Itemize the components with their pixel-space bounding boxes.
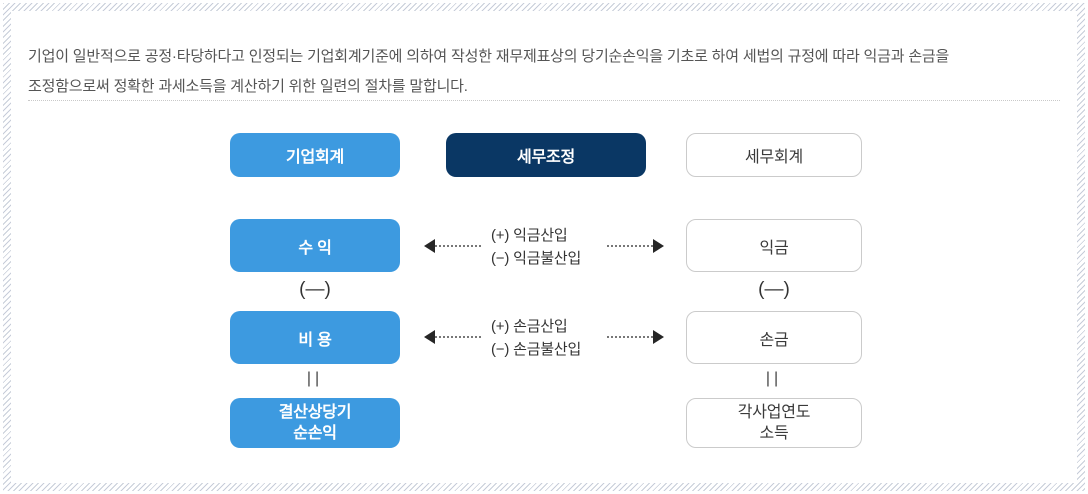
box-corporate-accounting-label: 기업회계 (285, 149, 345, 166)
box-net-income-line-2: 순손익 (293, 425, 337, 442)
box-corporate-accounting: 기업회계 (230, 133, 400, 177)
minus-under-revenue: (—) (299, 279, 331, 300)
box-business-year-income-line-2: 소득 (759, 425, 789, 442)
arrowhead-right-icon (653, 330, 664, 344)
dotted-line (607, 245, 653, 247)
box-net-income-line-1: 결산상당기 (278, 404, 352, 421)
equals-under-expense: || (306, 370, 324, 387)
box-revenue: 수 익 (230, 219, 400, 272)
box-deductible-expense: 손금 (686, 311, 862, 364)
dotted-line (435, 245, 481, 247)
box-tax-adjustment-label: 세무조정 (516, 149, 576, 166)
arrow-left-revenue (424, 239, 481, 253)
arrow-right-income (607, 239, 664, 253)
box-expense-label: 비 용 (298, 331, 332, 349)
box-business-year-income: 각사업연도 소득 (686, 398, 862, 448)
equals-under-deduction: || (765, 370, 783, 387)
box-net-income-on-settlement: 결산상당기 순손익 (230, 398, 400, 448)
box-expense: 비 용 (230, 311, 400, 364)
income-exclusion-label: (−) 익금불산입 (491, 250, 582, 267)
income-inclusion-label: (+) 익금산입 (491, 227, 568, 244)
arrowhead-right-icon (653, 239, 664, 253)
minus-under-gross-income: (—) (758, 279, 790, 300)
arrowhead-left-icon (424, 239, 435, 253)
box-business-year-income-line-1: 각사업연도 (737, 404, 811, 421)
box-tax-adjustment: 세무조정 (446, 133, 646, 177)
deduction-inclusion-label: (+) 손금산입 (491, 318, 568, 335)
dotted-separator (28, 100, 1060, 101)
intro-paragraph: 기업이 일반적으로 공정·타당하다고 인정되는 기업회계기준에 의하여 작성한 … (28, 42, 1038, 102)
intro-line-2: 조정함으로써 정확한 과세소득을 계산하기 위한 일련의 절차를 말합니다. (28, 78, 468, 95)
box-deductible-expense-label: 손금 (759, 331, 789, 349)
box-tax-accounting: 세무회계 (686, 133, 862, 177)
box-revenue-label: 수 익 (298, 239, 332, 257)
box-gross-income: 익금 (686, 219, 862, 272)
arrowhead-left-icon (424, 330, 435, 344)
dotted-line (435, 336, 481, 338)
box-tax-accounting-label: 세무회계 (744, 149, 804, 166)
arrow-right-deduction (607, 330, 664, 344)
deduction-exclusion-label: (−) 손금불산입 (491, 341, 582, 358)
arrow-left-expense (424, 330, 481, 344)
dotted-line (607, 336, 653, 338)
box-gross-income-label: 익금 (759, 239, 789, 257)
adjustment-labels-income: (+) 익금산입 (−) 익금불산입 (491, 224, 607, 270)
intro-line-1: 기업이 일반적으로 공정·타당하다고 인정되는 기업회계기준에 의하여 작성한 … (28, 48, 950, 65)
adjustment-labels-deduction: (+) 손금산입 (−) 손금불산입 (491, 315, 607, 361)
